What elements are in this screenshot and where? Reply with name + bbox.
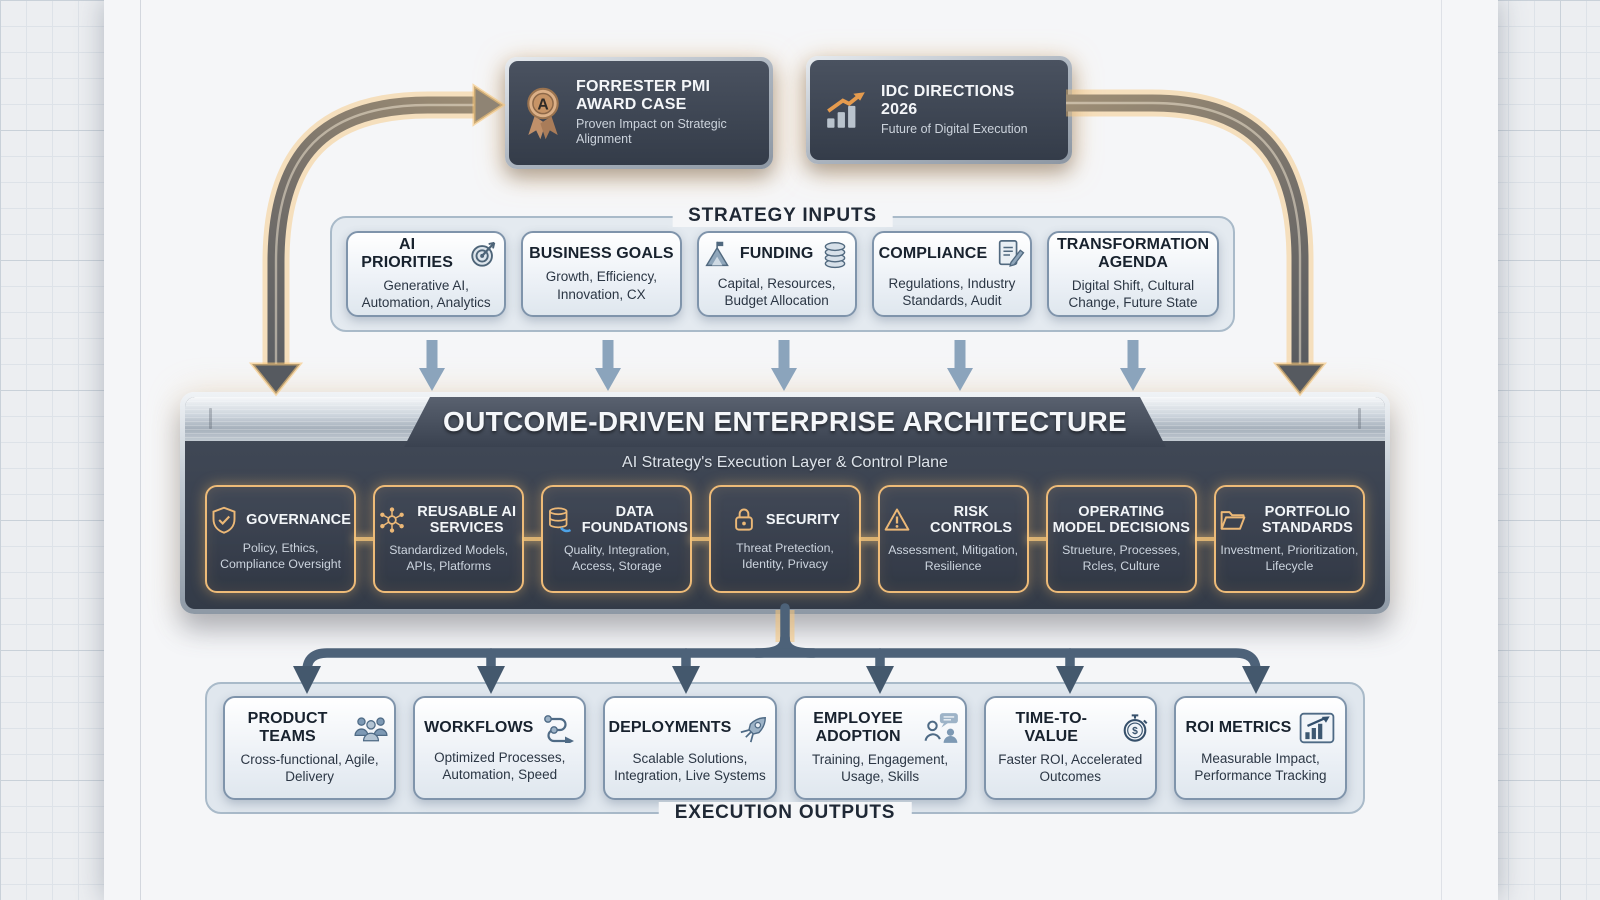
box-title: RISK CONTROLS — [930, 503, 1013, 536]
output-box-deployments: DEPLOYMENTS Scalable Solutions, Integrat… — [603, 696, 777, 800]
strategy-inputs-label: STRATEGY INPUTS — [672, 205, 893, 227]
document-pencil-icon — [999, 239, 1025, 267]
box-title: OPERATING MODEL DECISIONS — [1052, 503, 1190, 536]
output-box-roi-metrics: ROI METRICS Measurable Impact, Performan… — [1173, 696, 1348, 800]
people-chat-icon — [924, 712, 958, 743]
input-box-funding: FUNDING Capital, Resources, Budget Alloc… — [696, 231, 857, 317]
badge-subtitle: Future of Digital Execution — [881, 121, 1028, 136]
warning-triangle-icon — [884, 508, 909, 531]
box-title: SECURITY — [765, 511, 841, 528]
box-subtitle: Faster ROI, Accelerated Outcomes — [998, 752, 1143, 785]
box-subtitle: Strueture, Processes, Rcles, Culture — [1062, 543, 1181, 573]
box-title: PRODUCT TEAMS — [247, 710, 328, 745]
box-subtitle: Digital Shift, Cultural Change, Future S… — [1068, 278, 1198, 311]
box-title: ROI METRICS — [1185, 719, 1292, 737]
box-subtitle: Quality, Integration, Access, Storage — [563, 543, 670, 573]
database-icon — [548, 507, 571, 533]
award-medal-icon: A — [527, 87, 559, 140]
box-subtitle: Scalable Solutions, Integration, Live Sy… — [614, 750, 766, 783]
execution-outputs-row: PRODUCT TEAMS Cross-functional, Agile, D… — [207, 684, 1363, 812]
target-dart-icon — [471, 241, 496, 267]
execution-outputs-label: EXECUTION OUTPUTS — [658, 802, 912, 824]
architecture-panel-body: OUTCOME-DRIVEN ENTERPRISE ARCHITECTURE A… — [185, 397, 1385, 609]
box-subtitle: Capital, Resources, Budget Allocation — [717, 275, 836, 308]
box-title: TIME-TO-VALUE — [1015, 710, 1088, 745]
box-subtitle: Cross-functional, Agile, Delivery — [240, 752, 379, 785]
strategy-inputs-row: AI PRIORITIES Generative AI, Automation,… — [332, 218, 1233, 330]
badge-title: FORRESTER PMI AWARD CASE — [576, 78, 711, 114]
execution-outputs-container: EXECUTION OUTPUTS PRODUCT TEAMS Cross-fu… — [205, 682, 1365, 824]
architecture-panel: OUTCOME-DRIVEN ENTERPRISE ARCHITECTURE A… — [180, 392, 1390, 614]
box-title: GOVERNANCE — [246, 511, 352, 528]
badge-idc-directions-body: IDC DIRECTIONS 2026 Future of Digital Ex… — [810, 60, 1068, 160]
box-title: PORTFOLIO STANDARDS — [1261, 503, 1353, 536]
badge-title: IDC DIRECTIONS 2026 — [881, 82, 1015, 118]
badge-subtitle: Proven Impact on Strategic Alignment — [576, 117, 727, 147]
rocket-icon — [741, 716, 767, 743]
badge-forrester-pmi-text: FORRESTER PMI AWARD CASE Proven Impact o… — [576, 78, 728, 147]
box-subtitle: Training, Engagement, Usage, Skills — [812, 752, 949, 785]
box-subtitle: Policy, Ethics, Compliance Oversight — [220, 540, 342, 571]
badge-forrester-pmi-body: A FORRESTER PMI AWARD CASE Proven Impact… — [509, 61, 769, 165]
output-box-employee-adoption: EMPLOYEE ADOPTION Training, Engagement, … — [793, 696, 967, 800]
box-subtitle: Optimized Processes, Automation, Speed — [434, 749, 566, 782]
box-title: WORKFLOWS — [424, 719, 534, 737]
team-icon — [354, 717, 388, 742]
box-title: BUSINESS GOALS — [529, 245, 674, 263]
box-subtitle: Threat Pretection, Identity, Privacy — [736, 540, 834, 571]
box-subtitle: Investment, Prioritization, Lifecycle — [1220, 543, 1359, 573]
box-title: DEPLOYMENTS — [608, 719, 732, 737]
stopwatch-dollar-icon: $ — [1123, 714, 1148, 742]
input-box-compliance: COMPLIANCE Regulations, Industry Standar… — [871, 231, 1033, 317]
output-box-time-to-value: TIME-TO-VALUE $ Faster ROI, Accelerated … — [983, 696, 1157, 800]
box-title: AI PRIORITIES — [361, 236, 453, 271]
input-box-business-goals: BUSINESS GOALS Growth, Efficiency, Innov… — [521, 231, 682, 317]
badge-idc-directions-text: IDC DIRECTIONS 2026 Future of Digital Ex… — [881, 83, 1055, 137]
architecture-title: OUTCOME-DRIVEN ENTERPRISE ARCHITECTURE — [443, 406, 1127, 437]
box-subtitle: Regulations, Industry Standards, Audit — [888, 275, 1016, 308]
strategy-inputs-container: STRATEGY INPUTS AI PRIORITIES Generative… — [330, 205, 1235, 332]
badge-idc-directions: IDC DIRECTIONS 2026 Future of Digital Ex… — [806, 56, 1072, 164]
badge-forrester-pmi: A FORRESTER PMI AWARD CASE Proven Impact… — [505, 57, 773, 169]
architecture-subtitle: AI Strategy's Execution Layer & Control … — [622, 454, 948, 471]
mountain-flag-icon — [705, 241, 729, 266]
shield-check-icon — [212, 506, 236, 534]
arch-box-portfolio-standards: PORTFOLIO STANDARDS Investment, Prioriti… — [1213, 485, 1365, 593]
folder-icon — [1220, 511, 1246, 530]
padlock-icon — [735, 508, 753, 531]
coin-stack-icon — [825, 241, 846, 268]
box-subtitle: Standardized Models, APIs, Platforms — [389, 543, 509, 573]
box-subtitle: Generative AI, Automation, Analytics — [361, 278, 491, 311]
arch-box-reusable-ai-services: REUSABLE AI SERVICES Standardized Models… — [373, 485, 544, 593]
chart-up-icon — [1300, 712, 1335, 743]
arch-box-security: SECURITY Threat Pretection, Identity, Pr… — [709, 485, 880, 593]
arch-box-risk-controls: RISK CONTROLS Assessment, Mitigation, Re… — [877, 485, 1048, 593]
network-nodes-icon — [380, 507, 404, 533]
box-title: DATA FOUNDATIONS — [581, 503, 689, 536]
box-title: REUSABLE AI SERVICES — [417, 503, 517, 536]
architecture-boxes-row: GOVERNANCE Policy, Ethics, Compliance Ov… — [205, 485, 1365, 593]
box-title: EMPLOYEE ADOPTION — [813, 710, 903, 745]
input-box-transformation-agenda: TRANSFORMATION AGENDA Digital Shift, Cul… — [1047, 231, 1220, 317]
output-box-product-teams: PRODUCT TEAMS Cross-functional, Agile, D… — [223, 696, 397, 800]
arch-box-operating-model-decisions: OPERATING MODEL DECISIONS Strueture, Pro… — [1045, 485, 1217, 593]
input-box-ai-priorities: AI PRIORITIES Generative AI, Automation,… — [346, 231, 507, 317]
box-subtitle: Growth, Efficiency, Innovation, CX — [545, 269, 658, 302]
architecture-title-plate: OUTCOME-DRIVEN ENTERPRISE ARCHITECTURE — [404, 397, 1166, 447]
box-title: FUNDING — [739, 245, 814, 263]
output-box-workflows: WORKFLOWS Optimized Processes, Automatio… — [413, 696, 587, 800]
arch-box-data-foundations: DATA FOUNDATIONS Quality, Integration, A… — [541, 485, 712, 593]
growth-chart-icon — [827, 92, 865, 128]
workflow-icon — [544, 714, 575, 743]
box-subtitle: Measurable Impact, Performance Tracking — [1194, 750, 1327, 783]
svg-text:$: $ — [1132, 726, 1138, 737]
box-title: TRANSFORMATION AGENDA — [1056, 236, 1210, 271]
arch-box-governance: GOVERNANCE Policy, Ethics, Compliance Ov… — [205, 485, 376, 593]
box-title: COMPLIANCE — [878, 245, 988, 263]
box-subtitle: Assessment, Mitigation, Resilience — [888, 543, 1019, 573]
svg-text:A: A — [537, 96, 548, 113]
